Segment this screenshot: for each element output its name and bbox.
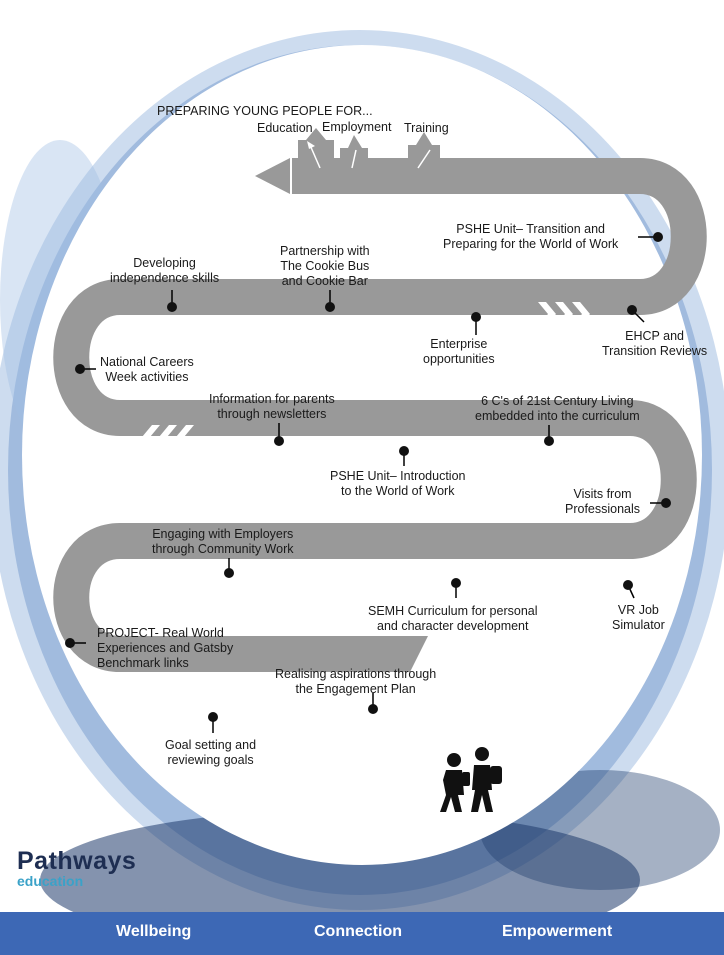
chevron-right-icon bbox=[538, 302, 590, 326]
pin-aspirations bbox=[368, 693, 378, 714]
pin-goals bbox=[208, 712, 218, 733]
pin-cookie-bus bbox=[325, 290, 335, 312]
destination-education: Education bbox=[257, 121, 313, 135]
chevron-right-icon bbox=[538, 566, 590, 590]
logo-subtitle: education bbox=[17, 873, 84, 889]
pin-vr bbox=[623, 580, 635, 599]
pin-pshe-transition bbox=[638, 232, 663, 242]
footer-connection: Connection bbox=[314, 923, 402, 940]
pin-pshe-intro bbox=[399, 446, 409, 466]
pin-national-careers bbox=[75, 364, 96, 374]
road-start-arrow bbox=[255, 158, 290, 194]
pin-parents bbox=[274, 423, 284, 446]
destination-training: Training bbox=[404, 121, 449, 135]
pin-enterprise bbox=[471, 312, 481, 335]
road bbox=[53, 158, 707, 672]
road-end-tail bbox=[398, 636, 428, 672]
footer-empowerment: Empowerment bbox=[502, 923, 613, 940]
pin-employers bbox=[224, 558, 234, 578]
pathways-logo: Pathways education bbox=[17, 848, 136, 888]
road-path bbox=[53, 158, 707, 672]
chevron-left-icon bbox=[142, 701, 194, 725]
pin-project bbox=[65, 638, 86, 648]
footer-wellbeing: Wellbeing bbox=[116, 923, 192, 940]
up-arrow-icon bbox=[340, 135, 368, 175]
up-arrow-icon bbox=[408, 132, 440, 175]
diagram-title: PREPARING YOUNG PEOPLE FOR... bbox=[157, 104, 373, 118]
destination-arrows bbox=[298, 128, 440, 175]
footer-bar: Wellbeing Connection Empowerment bbox=[0, 912, 724, 955]
destination-employment: Employment bbox=[322, 120, 392, 134]
watercolor-background bbox=[0, 30, 724, 950]
pin-six-cs bbox=[544, 425, 554, 446]
up-arrow-icon bbox=[298, 128, 334, 175]
logo-name: Pathways bbox=[17, 847, 137, 875]
chevron-left-icon bbox=[142, 425, 194, 449]
pin-independence bbox=[167, 290, 177, 312]
pin-visits bbox=[650, 498, 671, 508]
students-walking-icon bbox=[440, 747, 502, 812]
pin-ehcp bbox=[627, 305, 645, 323]
milestone-pins bbox=[65, 232, 671, 733]
pin-semh bbox=[451, 578, 461, 598]
